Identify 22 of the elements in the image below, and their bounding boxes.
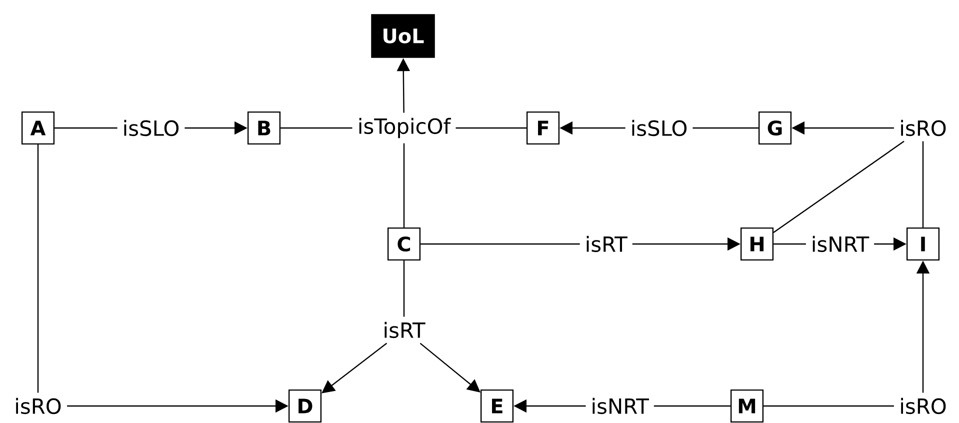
edge-label: isSLO [117, 114, 185, 142]
edge-label: isRT [580, 230, 632, 258]
relation-text: isRO [16, 398, 61, 414]
letter-box: M [730, 389, 764, 423]
relation-text: isTopicOf [359, 118, 452, 138]
relation-text: isRO [901, 398, 946, 414]
relation-text: isRT [384, 322, 426, 338]
letter-box: B [247, 111, 281, 145]
letter-box: E [480, 389, 514, 423]
relation-text: isRO [901, 120, 946, 136]
edge-label: isNRT [806, 230, 874, 258]
letter-box: C [387, 227, 421, 261]
letter-box: A [21, 111, 55, 145]
edge-label: isSLO [625, 114, 693, 142]
letter-box: D [288, 389, 322, 423]
letter-box: F [526, 111, 560, 145]
letter-box: H [740, 227, 774, 261]
letter-box: I [906, 227, 940, 261]
arrow [420, 342, 480, 392]
letter-box: G [758, 111, 792, 145]
title-box: UoL [371, 14, 435, 58]
edge-label: isNRT [586, 392, 654, 420]
